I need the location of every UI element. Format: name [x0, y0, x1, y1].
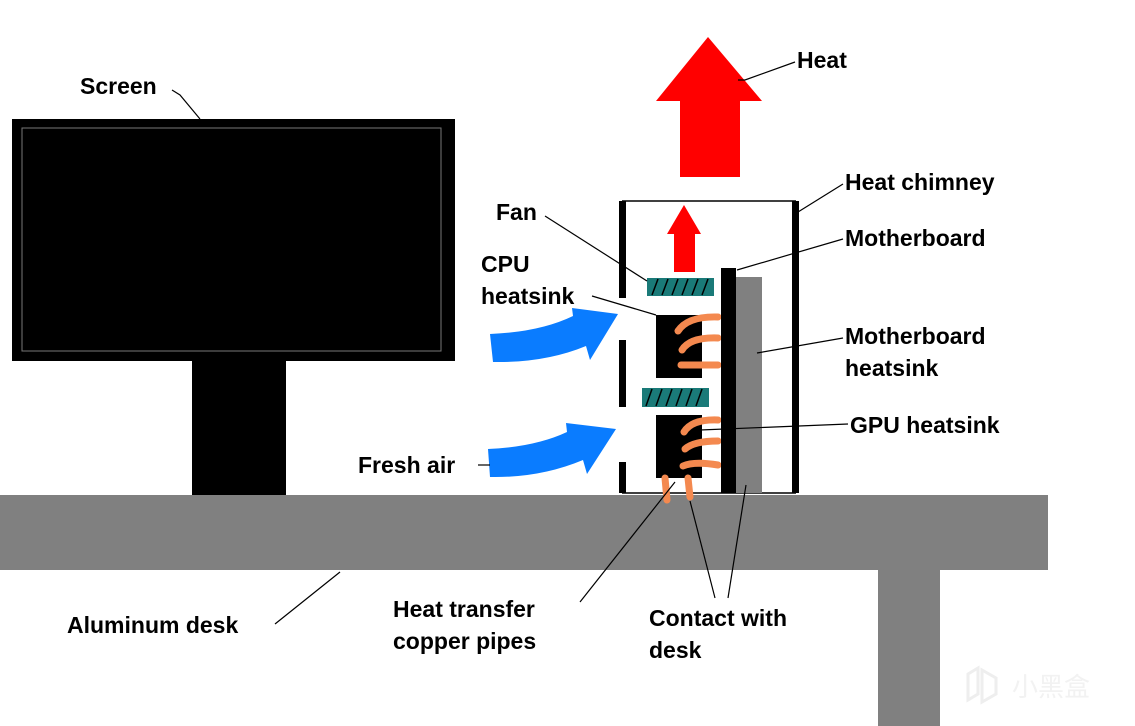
- label-copper-pipes-line1: Heat transfer: [393, 596, 535, 622]
- watermark: 小黑盒: [966, 665, 1090, 705]
- copper-pipes: [661, 313, 722, 504]
- label-aluminum-desk: Aluminum desk: [67, 612, 238, 638]
- fan: [647, 278, 714, 296]
- label-copper-pipes-line2: copper pipes: [393, 628, 536, 654]
- label-fan: Fan: [496, 199, 537, 225]
- label-motherboard: Motherboard: [845, 225, 986, 251]
- label-motherboard-heatsink-line1: Motherboard: [845, 323, 986, 349]
- label-fresh-air: Fresh air: [358, 452, 455, 478]
- screen: [12, 119, 455, 495]
- fresh-air-arrow-2: [488, 423, 616, 478]
- inner-heat-arrow: [667, 205, 701, 272]
- leader-lines: [171, 61, 849, 625]
- screen-stand: [192, 361, 286, 495]
- label-screen: Screen: [80, 73, 157, 99]
- motherboard-heatsink: [736, 277, 762, 493]
- label-gpu-heatsink: GPU heatsink: [850, 412, 1000, 438]
- label-contact-line1: Contact with: [649, 605, 787, 631]
- desk-leg: [878, 570, 940, 726]
- motherboard: [721, 268, 736, 493]
- fan-2: [642, 388, 709, 407]
- label-heat: Heat: [797, 47, 847, 73]
- heat-chimney: [619, 200, 799, 494]
- label-heat-chimney: Heat chimney: [845, 169, 995, 195]
- fresh-air-arrow: [490, 308, 618, 363]
- label-cpu-heatsink-line1: CPU: [481, 251, 530, 277]
- heat-arrow: [656, 37, 762, 177]
- watermark-logo-icon: [966, 665, 998, 705]
- watermark-text: 小黑盒: [1012, 673, 1090, 703]
- label-cpu-heatsink-line2: heatsink: [481, 283, 575, 309]
- label-motherboard-heatsink-line2: heatsink: [845, 355, 939, 381]
- label-contact-line2: desk: [649, 637, 702, 663]
- aluminum-desk: [0, 495, 1048, 726]
